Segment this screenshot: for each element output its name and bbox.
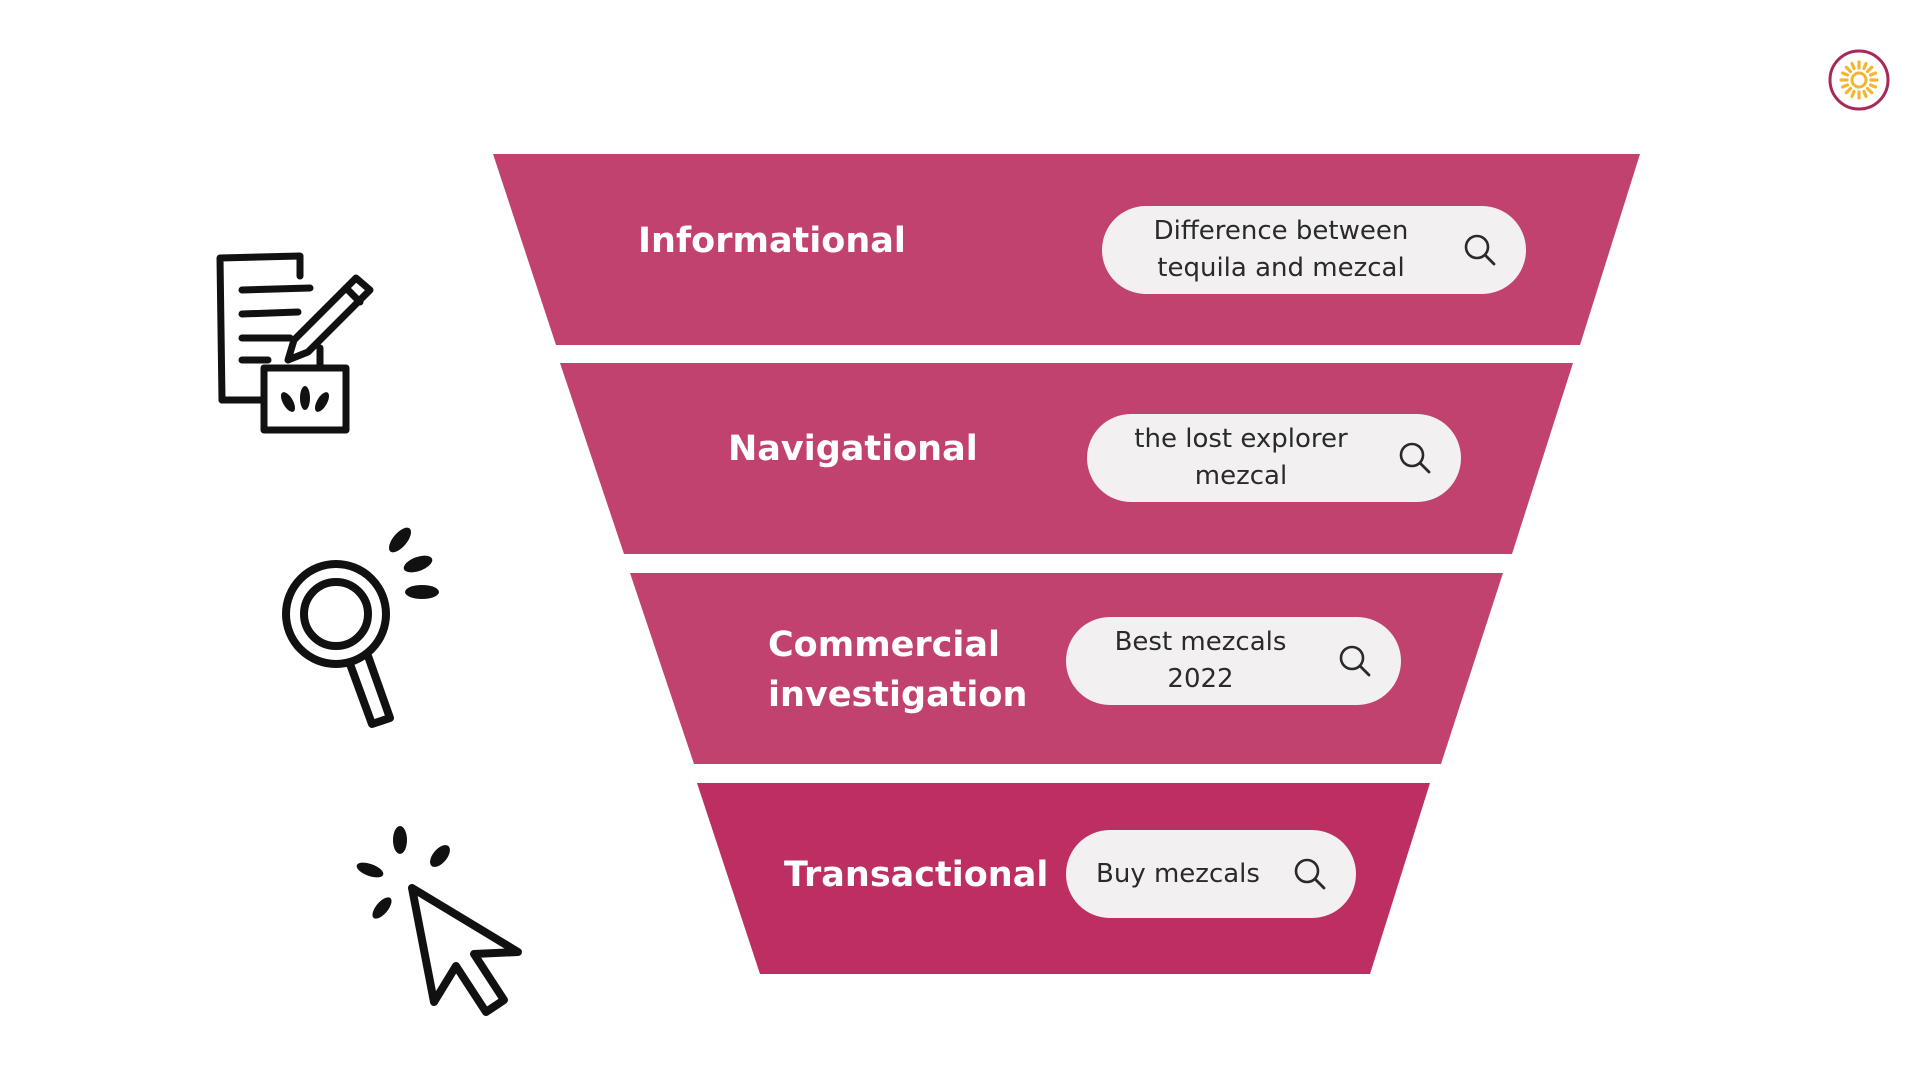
sun-logo-icon [1828, 49, 1890, 111]
document-with-pen-icon [216, 252, 374, 434]
funnel-stage-informational [493, 154, 1640, 345]
search-icon[interactable] [1290, 854, 1330, 894]
search-pill-navigational[interactable]: the lost explorer mezcal [1087, 414, 1461, 502]
search-pill-transactional[interactable]: Buy mezcals [1066, 830, 1356, 918]
search-pill-commercial[interactable]: Best mezcals 2022 [1066, 617, 1401, 705]
search-query-text: Best mezcals 2022 [1114, 627, 1287, 694]
magnifying-glass-icon [282, 527, 439, 728]
search-pill-informational[interactable]: Difference between tequila and mezcal [1102, 206, 1526, 294]
search-query-text: the lost explorer mezcal [1134, 424, 1348, 491]
cursor-click-icon [356, 826, 522, 1016]
search-icon[interactable] [1395, 438, 1435, 478]
search-icon[interactable] [1460, 230, 1500, 270]
stage-label-transactional: Transactional [784, 855, 1049, 895]
search-icon[interactable] [1335, 641, 1375, 681]
funnel-stage-navigational [560, 363, 1573, 554]
stage-label-informational: Informational [638, 221, 906, 261]
stage-label-commercial-investigation: Commercial investigation [768, 625, 1028, 715]
search-query-text: Difference between tequila and mezcal [1153, 216, 1409, 283]
search-query-text: Buy mezcals [1096, 858, 1260, 889]
stage-label-navigational: Navigational [728, 429, 978, 469]
